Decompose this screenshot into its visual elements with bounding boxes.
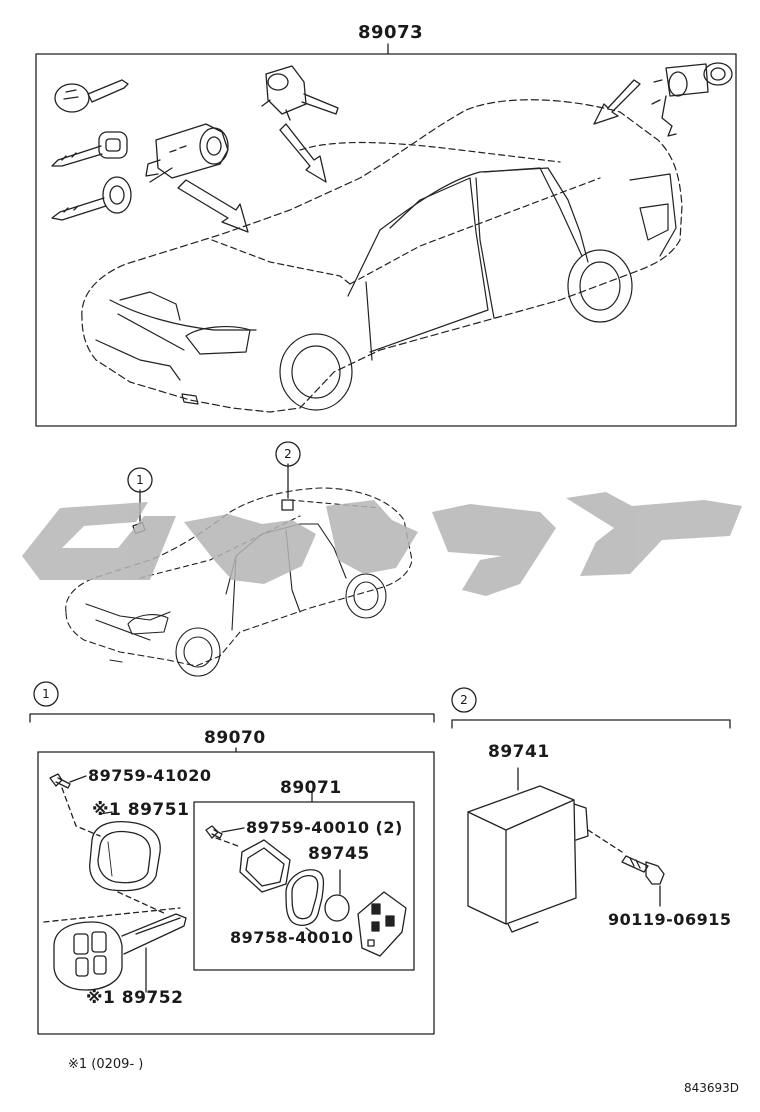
transmitter-set-frame [193, 801, 415, 971]
section-1-marker: 1 [42, 687, 50, 701]
screw-icon [205, 825, 245, 839]
pointer-arrows [177, 79, 641, 233]
watermark-logo [22, 492, 742, 596]
key-blank-part-number: ※1 89752 [86, 988, 184, 1008]
key-icon-group [51, 79, 132, 221]
screw-b-part-number: 89759-40010 (2) [246, 818, 403, 837]
battery-icon [324, 894, 350, 922]
main-set-part-number: 89073 [358, 22, 424, 43]
key-set-frame [37, 751, 435, 1035]
section-2-marker: 2 [460, 693, 468, 707]
bolt-part-number: 90119-06915 [608, 910, 732, 929]
key-housing-icon [89, 820, 161, 892]
reference-code: 843693D [684, 1081, 740, 1095]
receiver-part-number: 89741 [488, 742, 550, 762]
vehicle-outline-large [81, 99, 683, 413]
key-housing-part-number: ※1 89751 [92, 800, 190, 820]
receiver-module-icon [467, 785, 589, 933]
bolt-icon [621, 855, 665, 885]
callout-marker-2: 2 [284, 447, 292, 461]
gasket-part-number: 89758-40010 [230, 928, 354, 947]
door-lock-cylinder-icon [261, 65, 339, 121]
screw-a-part-number: 89759-41020 [88, 766, 212, 785]
battery-part-number: 89745 [308, 844, 370, 864]
callout-marker-1: 1 [136, 473, 144, 487]
footnote: ※1 (0209- ) [68, 1057, 144, 1072]
transmitter-cover-icon [239, 839, 291, 893]
main-set-frame [35, 53, 737, 427]
transmitter-set-part-number: 89071 [280, 778, 342, 798]
key-set-part-number: 89070 [204, 728, 266, 748]
ignition-cylinder-icon [145, 123, 229, 183]
screw-icon [49, 773, 87, 789]
key-blank-icon [53, 913, 187, 991]
gasket-icon [285, 869, 325, 926]
transmitter-board-icon [357, 891, 407, 957]
trunk-lock-cylinder-icon [651, 62, 733, 137]
